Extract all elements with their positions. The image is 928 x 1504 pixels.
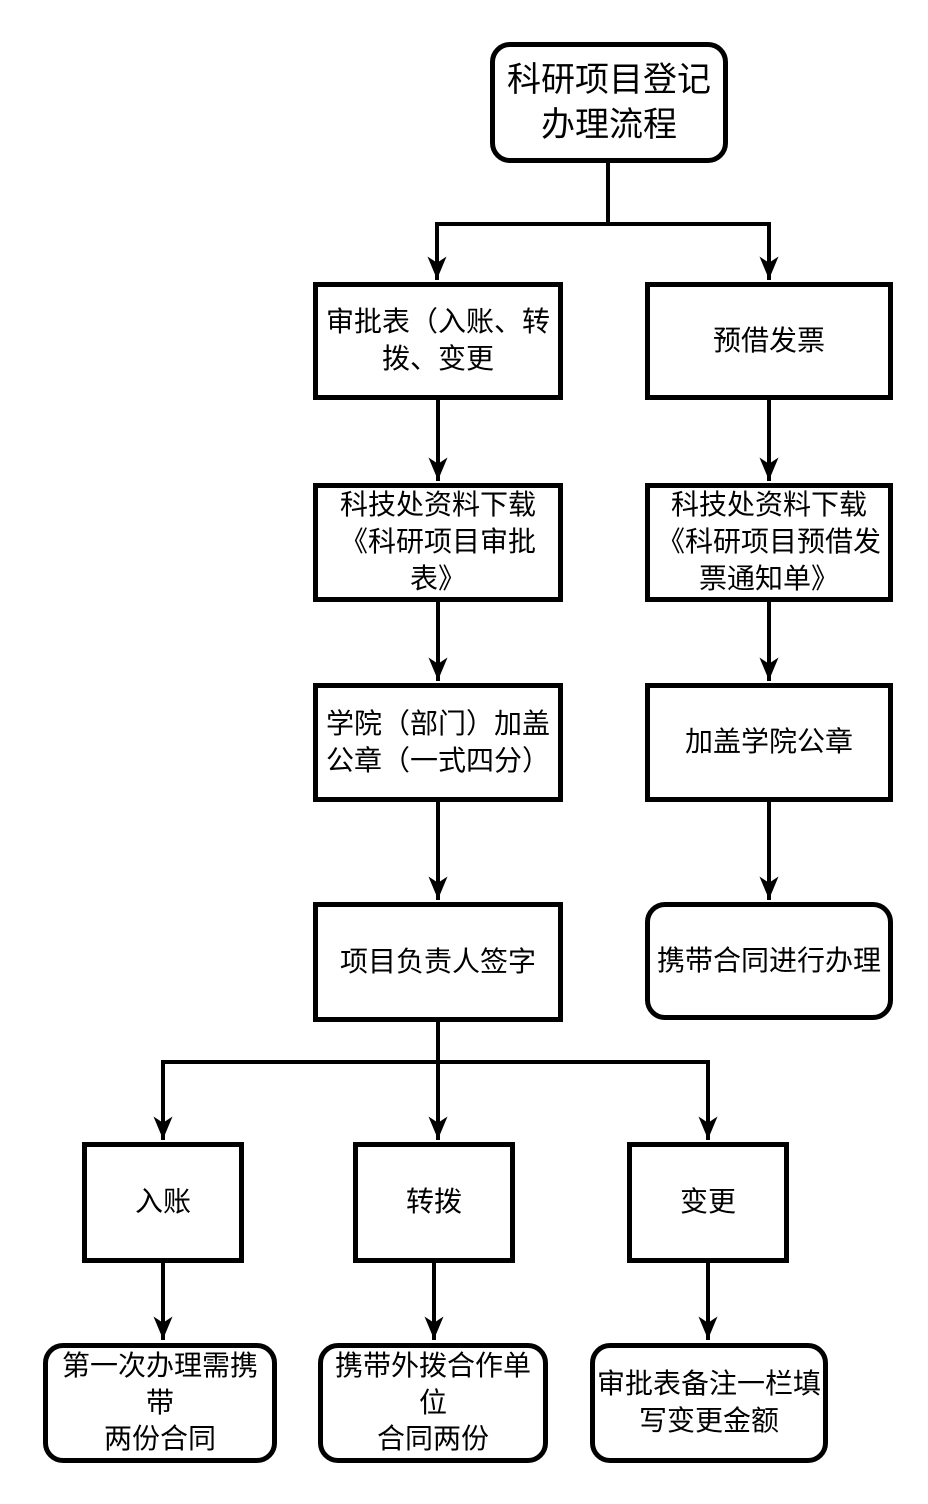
- flow-node-download-approval: 科技处资料下载 《科研项目审批 表》: [313, 483, 563, 602]
- flow-node-transfer-label: 转拨: [405, 1186, 462, 1218]
- flow-node-seal-college-label: 加盖学院公章: [684, 726, 853, 758]
- flow-node-entry-note-label: 第一次办理需携带 两份合同: [61, 1349, 258, 1455]
- flow-node-seal-department-label: 学院（部门）加盖 公章（一式四分）: [325, 707, 550, 776]
- flow-node-pi-signature-label: 项目负责人签字: [339, 945, 536, 977]
- flow-node-invoice-label: 预借发票: [712, 324, 825, 356]
- flow-node-seal-college: 加盖学院公章: [645, 683, 893, 802]
- flow-node-entry-label: 入账: [134, 1186, 191, 1218]
- flow-node-approval-form: 审批表（入账、转 拨、变更: [313, 282, 563, 400]
- flow-node-invoice: 预借发票: [645, 282, 893, 400]
- flow-node-change: 变更: [627, 1142, 789, 1263]
- flow-node-download-invoice: 科技处资料下载 《科研项目预借发 票通知单》: [645, 483, 893, 602]
- flow-node-download-invoice-label: 科技处资料下载 《科研项目预借发 票通知单》: [656, 489, 881, 594]
- flow-node-change-note-label: 审批表备注一栏填 写变更金额: [597, 1368, 822, 1436]
- flow-node-title: 科研项目登记 办理流程: [490, 42, 728, 163]
- flow-node-seal-department: 学院（部门）加盖 公章（一式四分）: [313, 683, 563, 802]
- flow-node-bring-contract-label: 携带合同进行办理: [656, 944, 881, 976]
- flow-node-approval-form-label: 审批表（入账、转 拨、变更: [325, 306, 550, 374]
- flow-node-title-label: 科研项目登记 办理流程: [507, 61, 711, 144]
- flow-node-pi-signature: 项目负责人签字: [313, 902, 563, 1022]
- flow-node-entry-note: 第一次办理需携带 两份合同: [43, 1343, 277, 1463]
- flow-node-transfer: 转拨: [353, 1142, 515, 1263]
- flow-node-bring-contract: 携带合同进行办理: [645, 902, 893, 1020]
- flow-node-download-approval-label: 科技处资料下载 《科研项目审批 表》: [339, 489, 536, 594]
- flow-node-change-note: 审批表备注一栏填 写变更金额: [590, 1343, 828, 1463]
- flow-node-transfer-note-label: 携带外拨合作单位 合同两份: [334, 1349, 531, 1455]
- flow-node-change-label: 变更: [679, 1186, 736, 1218]
- connector-top-split: [435, 159, 771, 226]
- flow-node-transfer-note: 携带外拨合作单位 合同两份: [318, 1343, 548, 1463]
- flow-node-entry: 入账: [82, 1142, 244, 1263]
